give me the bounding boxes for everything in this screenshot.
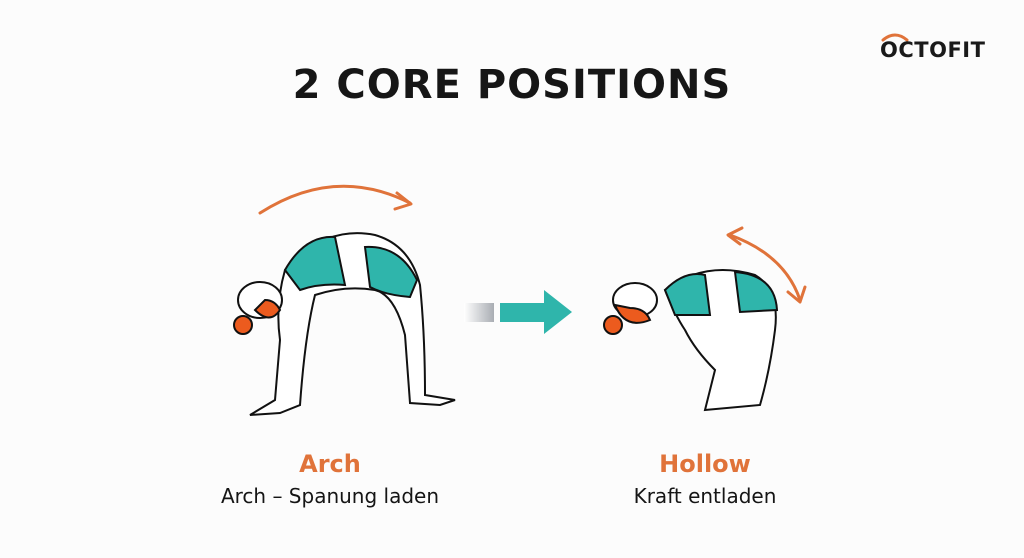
logo-arc-icon <box>881 33 909 42</box>
arc-arrow-right-icon <box>258 184 412 215</box>
arch-label: Arch Arch – Spanung laden <box>195 450 465 508</box>
hollow-figure <box>603 226 807 412</box>
arch-figure <box>233 184 456 416</box>
hollow-description: Kraft entladen <box>633 484 777 508</box>
brand-name: OCTOFIT <box>880 38 986 62</box>
page-title: 2 CORE POSITIONS <box>292 62 732 108</box>
double-arc-arrow-icon <box>728 233 802 302</box>
arch-name: Arch <box>299 450 361 478</box>
brand-logo: OCTOFIT <box>880 30 1000 66</box>
hollow-label: Hollow Kraft entladen <box>600 450 810 508</box>
hollow-name: Hollow <box>659 450 751 478</box>
arrow-right-icon <box>464 290 572 334</box>
arch-description: Arch – Spanung laden <box>220 484 440 508</box>
